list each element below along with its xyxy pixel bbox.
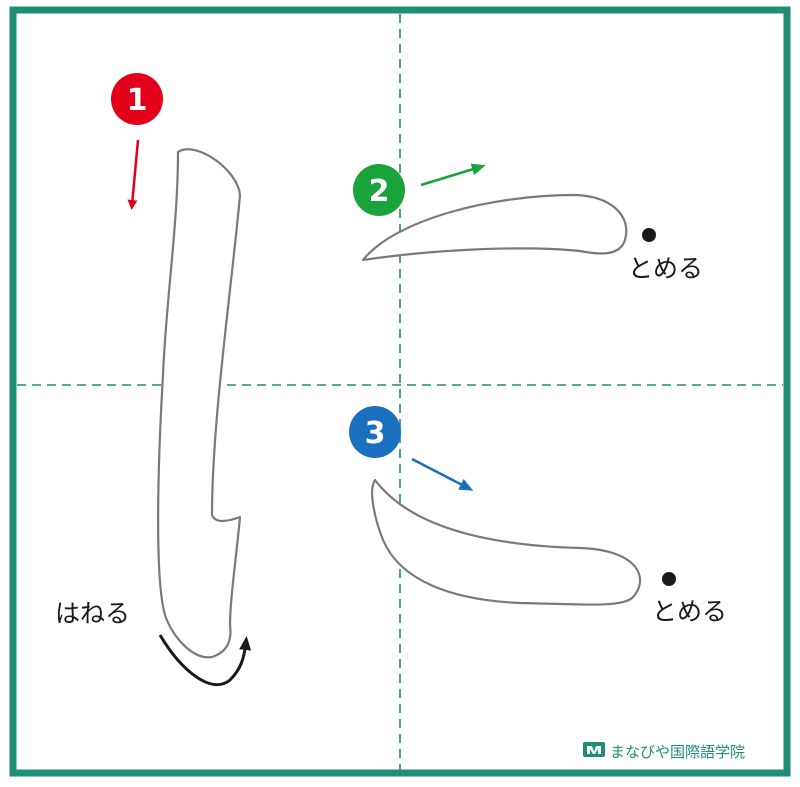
tome-dot-3 — [662, 572, 676, 586]
hane-label: はねる — [55, 599, 130, 628]
stroke-number-badge-3: 3 — [349, 406, 401, 458]
tome-label-3: とめる — [652, 597, 727, 626]
stroke-number-badge-1: 1 — [111, 73, 163, 125]
stroke-3-outline — [371, 478, 642, 606]
stroke-2-outline — [361, 193, 628, 262]
svg-text:1: 1 — [127, 83, 148, 118]
svg-text:2: 2 — [369, 174, 390, 209]
stroke-1-direction-arrow — [127, 139, 140, 210]
stroke-2-direction-arrow — [420, 163, 486, 187]
stroke-3-direction-arrow — [411, 457, 474, 491]
stroke-number-badge-2: 2 — [353, 164, 405, 216]
tome-label-2: とめる — [628, 254, 703, 283]
hane-curve-arrow — [158, 634, 252, 687]
open-book-icon — [583, 742, 605, 757]
stroke-1-outline — [157, 148, 242, 659]
svg-text:3: 3 — [365, 416, 386, 451]
brand-name: まなびや国際語学院 — [610, 743, 745, 761]
brand-logo: まなびや国際語学院 — [583, 742, 745, 761]
tome-dot-2 — [642, 228, 656, 242]
